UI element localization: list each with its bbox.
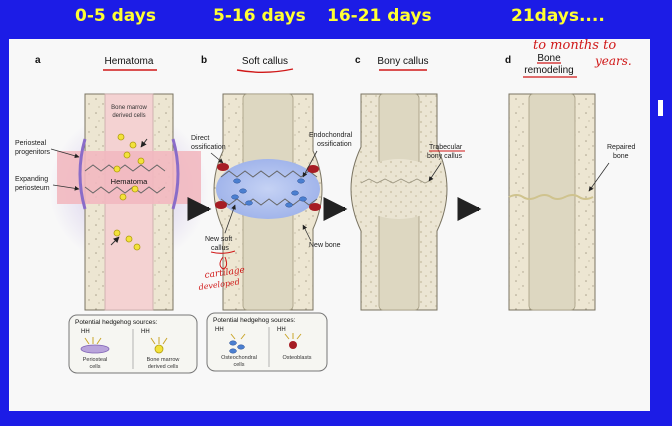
stage-label-16-21-days: 16-21 days bbox=[327, 6, 432, 26]
panel-d-letter: d bbox=[505, 55, 511, 66]
fracture-healing-diagram: a Hematoma Bone marrow derived cells Per… bbox=[15, 38, 636, 374]
panel-c-title: Bony callus bbox=[377, 56, 428, 67]
hedgehog-title-left: Potential hedgehog sources: bbox=[75, 319, 158, 326]
panel-a-hematoma: a Hematoma Bone marrow derived cells Per… bbox=[15, 55, 209, 311]
fracture-healing-figure: a Hematoma Bone marrow derived cells Per… bbox=[9, 38, 650, 411]
panel-a-title: Hematoma bbox=[105, 56, 154, 67]
bony-callus bbox=[353, 159, 445, 219]
expanding-periosteum-label-1: Expanding bbox=[15, 176, 48, 183]
hematoma-band bbox=[57, 151, 201, 204]
fracture-line-a bbox=[84, 164, 166, 194]
soft-callus bbox=[216, 159, 320, 219]
hh-marrow-label-2: derived cells bbox=[148, 364, 179, 370]
hh-osteochondral-label-1: Osteochondral bbox=[221, 355, 257, 361]
endochondral-label-2: ossification bbox=[317, 141, 352, 148]
healed-fracture-line bbox=[508, 194, 594, 200]
direct-ossification-label-1: Direct bbox=[191, 135, 209, 142]
hedgehog-sources-box-left: Potential hedgehog sources: HH HH Perios… bbox=[68, 314, 198, 374]
panel-b-title: Soft callus bbox=[242, 56, 288, 67]
bottom-background-strip bbox=[0, 411, 672, 426]
direct-ossification-label-2: ossification bbox=[191, 144, 226, 151]
osteoblast-icon bbox=[289, 341, 297, 349]
hh-marrow-label-1: Bone marrow bbox=[147, 357, 180, 363]
periosteal-progenitors-label-2: progenitors bbox=[15, 149, 51, 156]
panel-b-letter: b bbox=[201, 55, 207, 66]
marrow-canal-d bbox=[528, 93, 576, 311]
panel-d-title-1: Bone bbox=[537, 53, 561, 64]
handwritten-years: years. bbox=[594, 54, 632, 68]
hematoma-label: Hematoma bbox=[111, 177, 149, 186]
hedgehog-title-right: Potential hedgehog sources: bbox=[213, 317, 296, 324]
trabecular-label-1: Trabecular bbox=[429, 144, 463, 151]
panel-d-title-2: remodeling bbox=[524, 65, 573, 76]
panel-a-letter: a bbox=[35, 55, 41, 66]
chondrocytes bbox=[231, 178, 307, 208]
hh-periosteal-label-1: Periosteal bbox=[83, 357, 107, 363]
hh-label-right-2: HH bbox=[277, 327, 286, 333]
new-soft-callus-label-2: callus bbox=[211, 245, 229, 252]
periosteal-progenitors-label-1: Periosteal bbox=[15, 140, 47, 147]
periosteal-cell-icon bbox=[80, 344, 110, 354]
panel-b-soft-callus: b Soft callus Direct ossification Endoch… bbox=[191, 55, 353, 311]
bone-marrow-label-1: Bone marrow bbox=[111, 105, 147, 111]
bone-marrow-label-2: derived cells bbox=[112, 113, 145, 119]
endochondral-label-1: Endochondral bbox=[309, 132, 353, 139]
trabecular-label-2: bony callus bbox=[427, 153, 463, 160]
repaired-bone-label-2: bone bbox=[613, 153, 629, 160]
expanding-periosteum-label-2: periosteum bbox=[15, 185, 50, 192]
new-bone-label: New bone bbox=[309, 242, 341, 249]
new-soft-callus-label-1: New soft bbox=[205, 236, 232, 243]
panel-d-bone-remodeling: d Bone remodeling Repaired bone bbox=[505, 53, 636, 311]
hedgehog-sources-box-right: Potential hedgehog sources: HH HH Osteoc… bbox=[206, 312, 328, 372]
hh-label-right-1: HH bbox=[215, 327, 224, 333]
right-background-strip bbox=[650, 39, 672, 411]
handwritten-months: to months to bbox=[533, 39, 616, 53]
hh-label-left-2: HH bbox=[141, 329, 150, 335]
stage-label-0-5-days: 0-5 days bbox=[75, 6, 156, 26]
stage-label-5-16-days: 5-16 days bbox=[213, 6, 306, 26]
hh-label-left-1: HH bbox=[81, 329, 90, 335]
marrow-cells-a bbox=[113, 133, 145, 251]
stage-label-21-days: 21days.... bbox=[511, 6, 605, 26]
periosteum-right bbox=[171, 138, 180, 210]
marrow-cell-icon bbox=[154, 344, 164, 354]
osteochondral-cells-icon bbox=[229, 340, 245, 354]
hh-osteochondral-label-2: cells bbox=[233, 362, 244, 368]
osteoblast-clusters bbox=[215, 163, 321, 211]
repaired-bone-label-1: Repaired bbox=[607, 144, 636, 151]
panel-c-letter: c bbox=[355, 55, 361, 66]
hh-periosteal-label-2: cells bbox=[89, 364, 100, 370]
panel-c-bony-callus: c Bony callus Trabecular bony callus bbox=[350, 55, 465, 311]
edge-mark bbox=[658, 100, 663, 116]
hh-osteoblasts-label: Osteoblasts bbox=[282, 355, 311, 361]
periosteum-left bbox=[78, 138, 87, 210]
